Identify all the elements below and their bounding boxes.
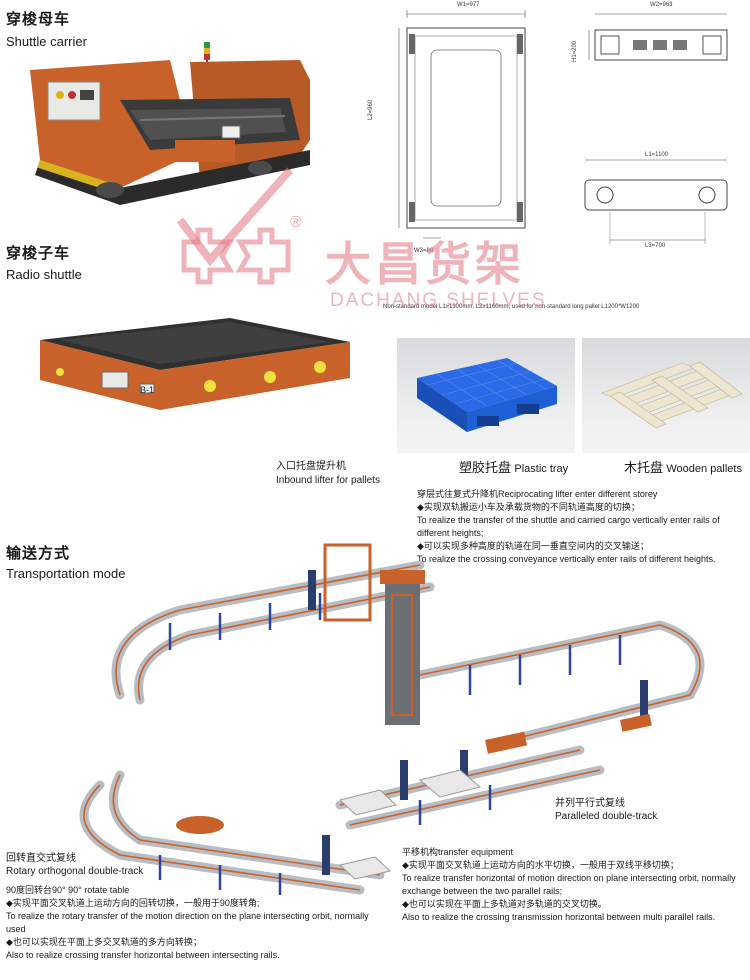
rotary-desc: 90度回转台90° 90° rotate table ◆实现平面交叉轨道上运动方… — [6, 884, 381, 962]
shuttle-carrier-title-en: Shuttle carrier — [6, 34, 87, 49]
translation-head: 平移机构transfer equipment — [402, 847, 514, 857]
watermark-logo — [170, 160, 300, 320]
translation-b2-zh: ◆也可以实现在平面上多轨道对多轨道的交叉切换。 — [402, 899, 607, 909]
watermark-en: DACHANG SHELVES — [330, 290, 547, 311]
wooden-pallet-caption: 木托盘 Wooden pallets — [624, 457, 742, 476]
plastic-tray-en: Plastic tray — [514, 463, 569, 475]
radio-shuttle-image — [30, 300, 360, 420]
rotary-en: Rotary orthogonal double-track — [6, 866, 144, 877]
translation-b1-zh: ◆实现平面交叉轨道上运动方向的水平切换，一般用于双线平移切换； — [402, 860, 679, 870]
dim-h1: H1=200 — [572, 40, 578, 62]
shuttle-carrier-image — [0, 40, 380, 225]
inbound-lifter-label: 入口托盘提升机 Inbound lifter for pallets — [276, 460, 380, 488]
paralleled-en: Paralleled double-track — [555, 811, 658, 822]
rotary-b1-en: To realize the rotary transfer of the mo… — [6, 911, 369, 934]
reciprocating-b1-zh: ◆实现双轨搬运小车及承载货物的不同轨道高度的切换； — [417, 502, 640, 512]
rotary-label: 回转直交式复线 Rotary orthogonal double-track — [6, 852, 143, 878]
drawing-note: Non-standard model L1≥1300mm, L2≥1160mm,… — [383, 304, 640, 310]
radio-shuttle-title-zh: 穿梭子车 — [6, 245, 71, 262]
wooden-pallet-zh: 木托盘 — [624, 460, 664, 475]
dim-l1: L1=1100 — [645, 152, 669, 158]
reciprocating-b2-zh: ◆可以实现多种高度的轨道在同一垂直空间内的交叉输送； — [417, 541, 649, 551]
wooden-pallet-image — [582, 338, 750, 453]
wooden-pallet-en: Wooden pallets — [666, 463, 742, 475]
shuttle-carrier-title-zh: 穿梭母车 — [6, 11, 71, 28]
transport-title-zh: 输送方式 — [6, 545, 71, 562]
paralleled-zh: 并列平行式复线 — [555, 798, 625, 809]
translation-b1-en: To realize transfer horizontal of motion… — [402, 873, 736, 896]
reciprocating-lifter-desc: 穿层式往复式升降机Reciprocating lifter enter diff… — [417, 488, 747, 566]
dim-l2: L2=960 — [368, 99, 374, 120]
translation-desc: 平移机构transfer equipment ◆实现平面交叉轨道上运动方向的水平… — [402, 846, 747, 924]
dim-w1: W1=977 — [457, 2, 480, 8]
technical-drawings — [395, 0, 750, 270]
dim-l3: L3=700 — [645, 243, 666, 249]
track-layout-illustration — [40, 525, 740, 900]
dim-w3: W3=80 — [414, 248, 434, 254]
watermark-cn: 大昌货架 — [325, 237, 525, 291]
plastic-tray-caption: 塑胶托盘 Plastic tray — [459, 457, 568, 476]
rotary-b1-zh: ◆实现平面交叉轨道上运动方向的回转切换，一般用于90度转角; — [6, 898, 260, 908]
transport-title-en: Transportation mode — [6, 566, 126, 581]
reciprocating-b1-en: To realize the transfer of the shuttle a… — [417, 515, 720, 538]
dim-w2: W2=963 — [650, 2, 673, 8]
reciprocating-b2-en: To realize the crossing conveyance verti… — [417, 554, 716, 564]
inbound-lifter-en: Inbound lifter for pallets — [276, 475, 380, 486]
translation-b2-en: Also to realize the crossing transmissio… — [402, 912, 716, 922]
radio-shuttle-title-en: Radio shuttle — [6, 267, 82, 282]
rotary-zh: 回转直交式复线 — [6, 853, 76, 864]
rotary-b2-en: Also to realize crossing transfer horizo… — [6, 950, 280, 960]
shuttle-plate: B-1 — [140, 385, 155, 395]
registered-mark: ® — [290, 214, 302, 231]
rotary-b2-zh: ◆也可以实现在平面上多交叉轨道的多方向转换； — [6, 937, 202, 947]
paralleled-label: 并列平行式复线 Paralleled double-track — [555, 797, 657, 823]
plastic-tray-image — [397, 338, 575, 453]
plastic-tray-zh: 塑胶托盘 — [459, 460, 512, 475]
reciprocating-head: 穿层式往复式升降机Reciprocating lifter enter diff… — [417, 489, 658, 499]
rotary-sub: 90度回转台90° 90° rotate table — [6, 885, 130, 895]
inbound-lifter-zh: 入口托盘提升机 — [276, 461, 346, 472]
